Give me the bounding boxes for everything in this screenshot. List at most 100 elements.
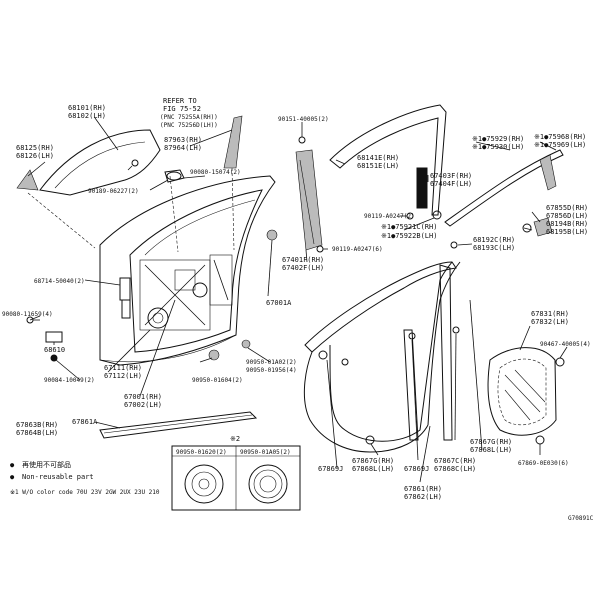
label-68126: 68126(LH) [16,152,54,160]
label-67831: 67831(RH) [531,310,569,318]
window-regulator [139,254,233,331]
pillar-garnish-edge [299,159,315,245]
label-90080-b: 90080-11659(4) [2,311,53,318]
clip-90151 [298,136,306,144]
label-87963: 87963(RH) [164,136,202,144]
label-67869-0e030: 67869-0E030(6) [518,460,569,467]
label-75930: ※1●75930(LH) [472,143,524,151]
note-jp: 再使用不可部品 [22,460,71,469]
service-hole-cover-inner [497,358,547,426]
label-67402: 67402F(LH) [282,264,324,272]
belt-moulding-end [539,154,557,191]
door-lower-edge [99,334,237,363]
glass-run [329,104,447,216]
label-90189: 90189-06227(2) [88,188,139,195]
label-68610: 68610 [44,346,65,354]
label-90467: 90467-40005(4) [540,341,591,348]
label-75969: ※1●75969(LH) [534,141,586,149]
note-symbol-2: ● [10,473,15,481]
label-90080-a: 90080-15074(2) [190,169,241,176]
label-68151: 68151E(LH) [357,162,399,170]
label-67403: 67403F(RH) [430,172,472,180]
label-68102: 68102(LH) [68,112,106,120]
clip-67869-b [341,358,349,366]
service-cover-hatch [504,369,546,421]
clip-67869-c [535,435,545,445]
label-67862: 67862(LH) [404,493,442,501]
weatherstrip-top [304,261,457,353]
clip-90119b [316,245,324,253]
note-footnote: ※1 W/O color code 70U 23V 2GW 2UX 23U 21… [10,489,160,496]
lower-moulding [99,411,258,439]
mirror-corner-cover [16,169,39,191]
weatherstrip-pillar-a [403,329,419,441]
clip-67867c-b [452,326,460,334]
ref-dash-3 [27,192,96,249]
belt-moulding [444,149,564,227]
label-67861a: 67861A [72,418,98,426]
label-75921: ※1●75921C(RH) [381,223,437,231]
door-inner-frame [129,189,263,353]
label-68193: 68193C(LH) [473,244,515,252]
service-hole-cover [487,347,557,436]
rear-bracket [522,217,553,237]
label-90084: 90084-10049(2) [44,377,95,384]
clip-67869-a [318,350,328,360]
refer-line-4: (PNC 75256D(LH)) [160,122,218,129]
label-67863: 67863B(RH) [16,421,58,429]
clip-01a05-icon [248,464,288,504]
upper-garnish [223,115,243,169]
label-67867c: 67867C(RH) [434,457,476,465]
moulding-line [103,414,253,434]
label-90950-a: 90950-01A02(2) [246,359,297,366]
hole-plug-3 [266,229,278,241]
label-67832: 67832(LH) [531,318,569,326]
label-67868l-2: 67868L(LH) [470,446,512,454]
label-68195: 68195B(LH) [546,228,588,236]
door-window-opening [144,199,256,256]
label-67112: 67112(LH) [104,372,142,380]
refer-line-3: (PNC 75255A(RH)) [160,114,218,121]
label-68714: 68714-50040(2) [34,278,85,285]
label-67864: 67864B(LH) [16,429,58,437]
label-67855: 67855D(RH) [546,204,588,212]
label-68141: 68141E(RH) [357,154,399,162]
label-67856: 67856D(LH) [546,212,588,220]
clip-01620-icon [184,464,224,504]
refer-line-2: FIG 75-52 [163,105,201,113]
label-68125: 68125(RH) [16,144,54,152]
hole-plug-2 [241,339,251,349]
label-67869j-b: 67869J [404,465,429,473]
label-68192: 68192C(RH) [473,236,515,244]
door-glass [39,129,161,196]
label-67867g: 67867G(RH) [352,457,394,465]
label-67404: 67404F(LH) [430,180,472,188]
label-67001: 67001(RH) [124,393,162,401]
legend-header: ※2 [230,435,240,443]
ref-dash-1 [169,175,179,253]
leader-lines [27,117,568,483]
label-67861: 67861(RH) [404,485,442,493]
label-90119-b: 90119-A0247(6) [332,246,383,253]
clip-90467 [555,357,565,367]
label-90119: 90119-A0247(2) [364,213,415,220]
label-68101: 68101(RH) [68,104,106,112]
weatherstrip-pillar-b [439,264,453,441]
label-67867g-2: 67867G(RH) [470,438,512,446]
clip-67867c [408,332,416,340]
clip-67867g [365,435,375,445]
label-68194: 68194B(RH) [546,220,588,228]
label-90950-b: 90950-01956(4) [246,367,297,374]
label-87964: 87964(LH) [164,144,202,152]
ref-dash-2 [231,167,235,251]
figure-id: G70891C [568,515,594,522]
label-67401: 67401F(RH) [282,256,324,264]
label-67868c: 67868C(LH) [434,465,476,473]
label-67111: 67111(RH) [104,364,142,372]
label-90950-c: 90950-01604(2) [192,377,243,384]
label-67001a: 67001A [266,299,292,307]
label-75929: ※1●75929(RH) [472,135,524,143]
glass-bolt [127,159,139,171]
label-75968: ※1●75968(RH) [534,133,586,141]
